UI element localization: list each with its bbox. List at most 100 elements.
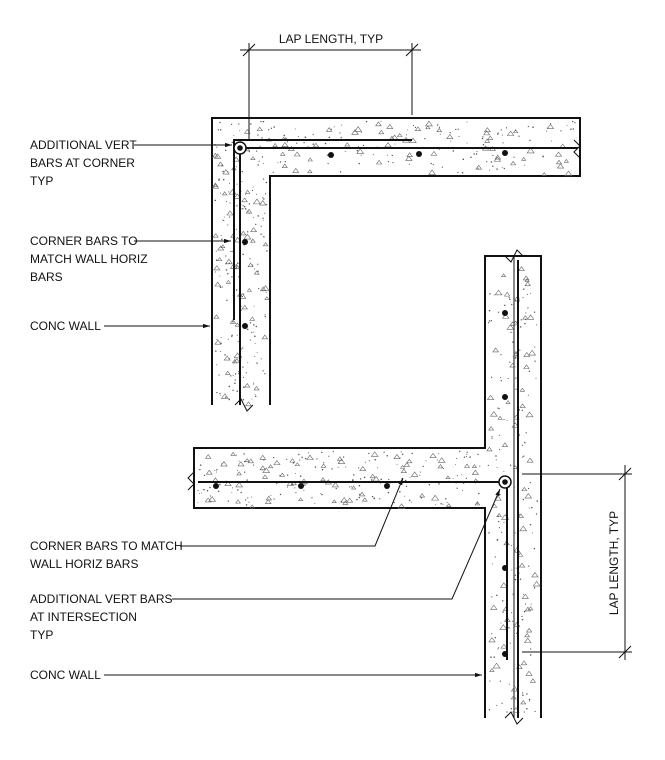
concrete-speck (256, 126, 263, 132)
concrete-speck (236, 183, 238, 185)
concrete-speck (284, 160, 287, 163)
concrete-speck (521, 444, 524, 446)
concrete-speck (375, 121, 382, 127)
bottom-t-wall (193, 255, 542, 718)
concrete-speck (474, 501, 481, 506)
concrete-speck (512, 341, 514, 343)
concrete-speck (244, 383, 251, 388)
concrete-speck (216, 257, 223, 262)
concrete-speck (222, 219, 224, 221)
concrete-speck (331, 468, 333, 470)
concrete-speck (286, 486, 289, 488)
concrete-speck (450, 140, 452, 142)
concrete-speck (331, 481, 340, 488)
dim-tick (618, 645, 632, 659)
concrete-speck (215, 350, 217, 352)
concrete-speck (233, 358, 241, 364)
concrete-speck (237, 371, 239, 373)
concrete-speck (555, 159, 563, 165)
concrete-speck (197, 502, 199, 504)
concrete-speck (312, 142, 320, 148)
concrete-speck (526, 293, 528, 295)
concrete-speck (425, 460, 427, 462)
concrete-speck (253, 331, 255, 333)
concrete-speck (519, 349, 521, 351)
concrete-speck (487, 322, 490, 324)
concrete-speck (261, 474, 269, 479)
concrete-speck (526, 707, 528, 710)
concrete-speck (419, 474, 421, 476)
concrete-speck (239, 130, 241, 132)
concrete-speck (501, 167, 503, 169)
concrete-speck (373, 497, 375, 500)
concrete-speck (405, 155, 413, 161)
concrete-speck (277, 162, 279, 164)
concrete-speck (223, 216, 225, 218)
concrete-speck (514, 578, 517, 581)
concrete-speck (520, 660, 528, 666)
concrete-speck (493, 156, 502, 162)
concrete-speck (497, 311, 500, 313)
concrete-speck (526, 693, 528, 695)
concrete-speck (499, 624, 508, 630)
concrete-speck (546, 130, 548, 132)
concrete-speck (527, 606, 534, 611)
concrete-speck (240, 230, 247, 236)
concrete-speck (220, 129, 222, 131)
concrete-speck (410, 471, 419, 477)
concrete-speck (563, 158, 569, 163)
concrete-speck (490, 161, 493, 163)
concrete-speck (244, 458, 250, 462)
concrete-speck (293, 151, 301, 157)
concrete-speck (522, 498, 525, 501)
concrete-speck (209, 495, 211, 497)
concrete-speck (525, 411, 534, 418)
concrete-speck (351, 129, 359, 135)
concrete-speck (232, 374, 234, 376)
concrete-speck (219, 392, 221, 395)
concrete-speck (487, 464, 489, 466)
concrete-speck (272, 171, 274, 173)
concrete-speck (515, 632, 518, 634)
concrete-speck (243, 293, 245, 295)
concrete-speck (411, 452, 413, 455)
concrete-speck (490, 604, 498, 610)
concrete-speck (256, 362, 258, 364)
concrete-speck (503, 419, 505, 421)
concrete-speck (237, 262, 239, 264)
concrete-speck (245, 193, 247, 195)
concrete-speck (298, 453, 300, 456)
concrete-speck (215, 471, 217, 473)
concrete-speck (494, 289, 503, 296)
concrete-speck (221, 463, 223, 465)
concrete-speck (408, 499, 411, 502)
concrete-speck (229, 202, 231, 204)
concrete-speck (494, 495, 502, 501)
concrete-speck (459, 450, 461, 453)
concrete-speck (482, 136, 484, 138)
concrete-speck (224, 354, 226, 356)
concrete-speck (527, 394, 529, 396)
bottom-dimension-label: LAP LENGTH, TYP (607, 511, 621, 615)
concrete-speck (531, 572, 539, 578)
concrete-speck (456, 475, 458, 477)
concrete-speck (521, 593, 529, 599)
concrete-speck (564, 170, 573, 177)
concrete-speck (346, 497, 354, 503)
concrete-speck (437, 124, 439, 126)
rebar-dot (242, 239, 248, 245)
concrete-speck (216, 338, 218, 341)
concrete-speck (323, 462, 325, 464)
concrete-speck (216, 469, 218, 471)
concrete-speck (251, 496, 253, 498)
concrete-speck (267, 464, 274, 469)
concrete-speck (223, 219, 225, 222)
concrete-speck (519, 403, 526, 408)
concrete-speck (221, 191, 228, 196)
concrete-speck (505, 400, 511, 404)
concrete-speck (238, 460, 240, 462)
concrete-speck (231, 335, 233, 338)
concrete-speck (404, 479, 407, 482)
concrete-speck (320, 463, 327, 468)
concrete-speck (262, 242, 269, 247)
